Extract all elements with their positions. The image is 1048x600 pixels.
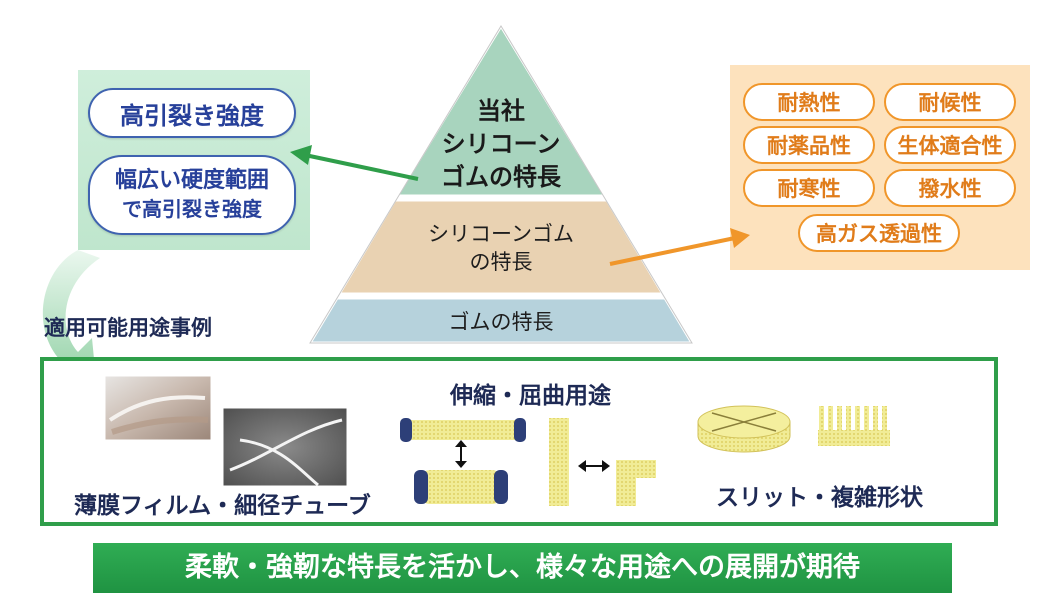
thin-tube-photo [220,405,350,489]
gas-permeability-pill: 高ガス透過性 [798,214,960,252]
wide-hardness-range-pill: 幅広い硬度範囲 で高引裂き強度 [88,155,296,235]
chemical-resistance-pill: 耐薬品性 [743,126,875,164]
water-repellency-pill: 撥水性 [884,169,1016,207]
pyramid-top-label: 当社 シリコーン ゴムの特長 [441,97,561,191]
film-tube-label: 薄膜フィルム・細径チューブ [74,493,371,519]
conclusion-banner [93,543,952,593]
slit-disk-illustration [697,405,791,453]
pyramid-middle-label: シリコーンゴム の特長 [428,222,574,274]
cold-resistance-pill: 耐寒性 [743,169,875,207]
applications-heading: 適用可能用途事例 [44,316,212,340]
pyramid-top [394,23,608,198]
orange-arrow [609,236,736,266]
heat-resistance-pill: 耐熱性 [743,83,875,121]
high-tear-strength-pill: 高引裂き強度 [88,88,296,138]
green-arrow [304,153,419,181]
thin-film-photo [102,373,214,443]
bend-illustration [549,418,656,506]
pyramid-bottom-label: ゴムの特長 [448,310,554,334]
biocompatibility-pill: 生体適合性 [884,126,1016,164]
curved-arrow-down [42,250,100,380]
weather-resistance-pill: 耐候性 [884,83,1016,121]
stretch-bend-label: 伸縮・屈曲用途 [450,383,611,409]
pyramid-shadow [309,25,693,344]
comb-illustration [818,406,890,446]
stretch-illustration [400,418,526,504]
slit-complex-label: スリット・複雑形状 [716,485,923,511]
conclusion-banner-text: 柔軟・強靭な特長を活かし、様々な用途への展開が期待 [185,552,860,583]
